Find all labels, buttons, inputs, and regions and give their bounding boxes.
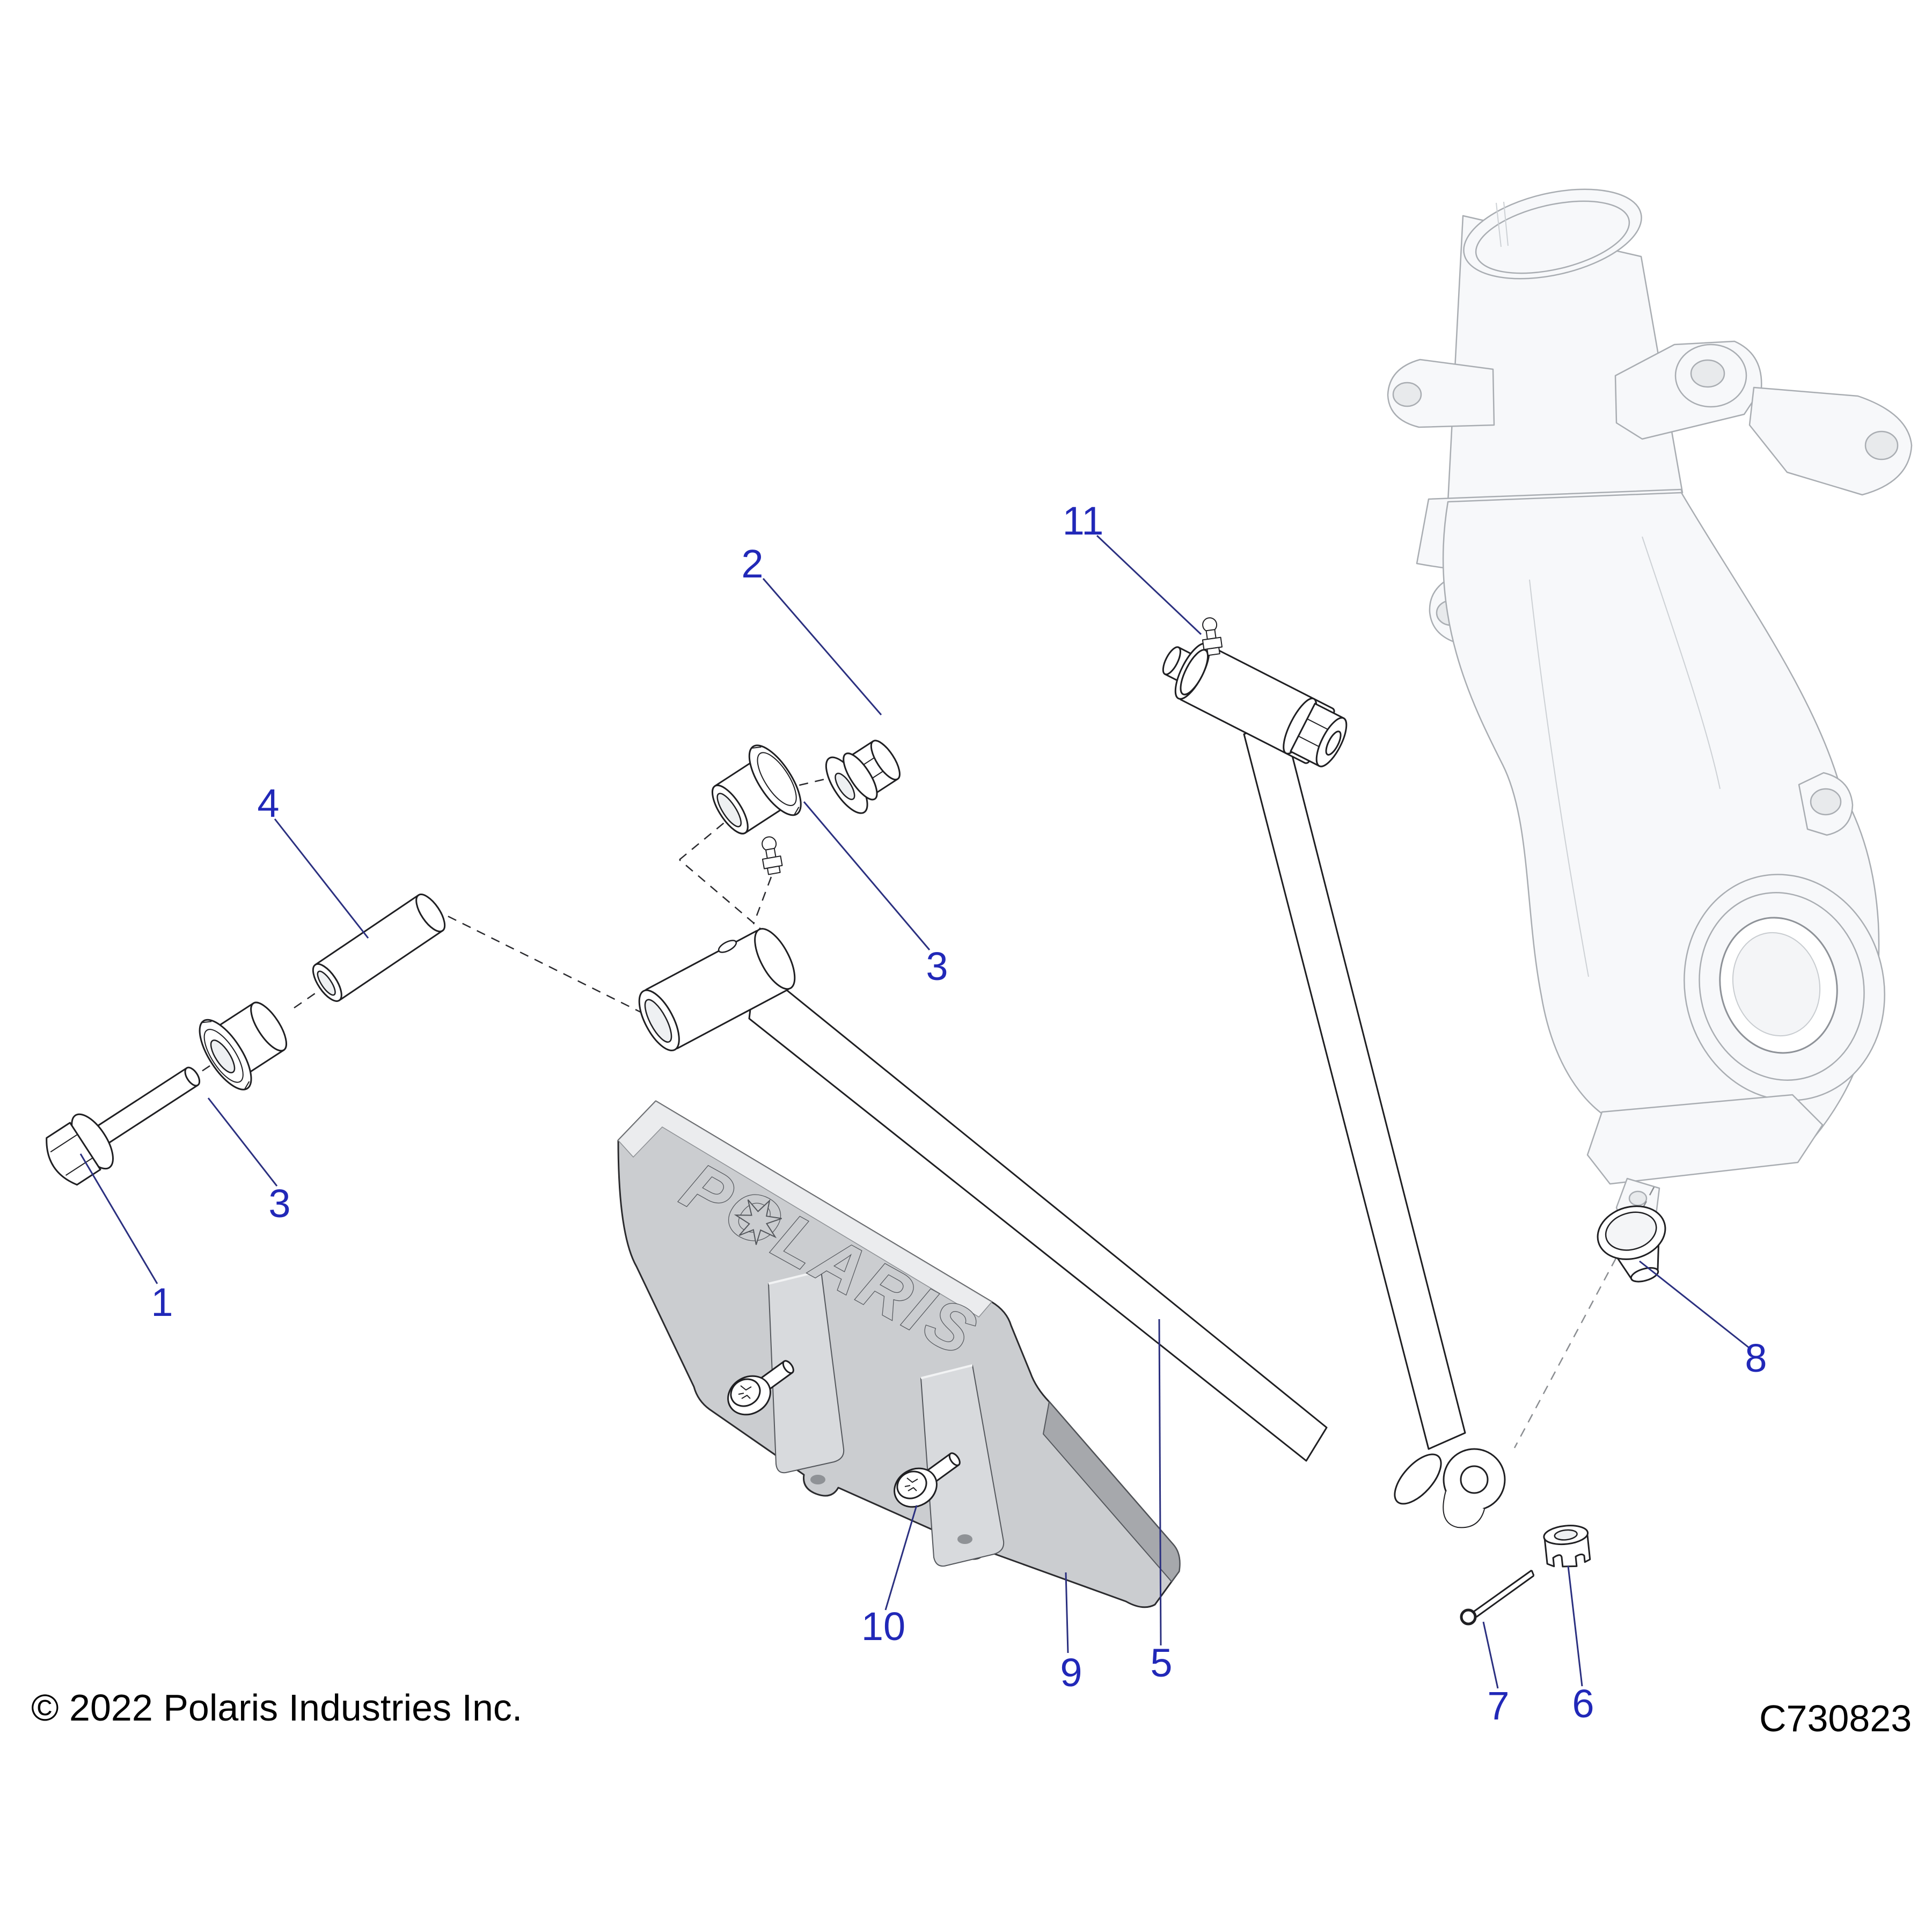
steering-knuckle-ghost — [1387, 188, 1913, 1223]
a-arm — [638, 642, 1506, 1528]
flange-bolt — [46, 1066, 201, 1186]
a-arm-rear-tube — [1243, 717, 1466, 1450]
a-arm-rear-pivot-tube — [1162, 642, 1348, 767]
diagram-part-code: C730823 — [1759, 1697, 1912, 1739]
ball-joint-cup — [1597, 1205, 1666, 1283]
leader-8 — [1639, 1260, 1750, 1349]
callout-9: 9 — [1060, 1650, 1082, 1695]
leader-9 — [1065, 1572, 1069, 1653]
callout-4: 4 — [257, 781, 279, 825]
guard-screw-b — [894, 1452, 961, 1508]
pivot-washer-nut — [825, 740, 901, 814]
a-arm-guard: POLARIS — [617, 1100, 1181, 1608]
pivot-hex-nut — [1290, 702, 1348, 767]
polaris-star-icon — [734, 1199, 782, 1245]
leader-2 — [762, 578, 882, 715]
pivot-bushing-right — [711, 744, 802, 835]
ball-joint-eye — [1443, 1448, 1506, 1528]
a-arm-tube-open-end — [1394, 1453, 1442, 1505]
leader-10 — [884, 1505, 918, 1611]
copyright-text: © 2022 Polaris Industries Inc. — [31, 1687, 522, 1729]
callout-6: 6 — [1572, 1681, 1594, 1726]
a-arm-front-pivot-tube — [638, 928, 796, 1051]
callouts: 1 2 3 3 4 5 6 7 8 9 10 11 — [79, 499, 1767, 1728]
grease-fitting-front — [762, 836, 783, 875]
leader-7 — [1482, 1621, 1499, 1689]
leader-3-left — [207, 1097, 278, 1187]
leader-1 — [79, 1153, 158, 1284]
pivot-bushing-left — [199, 1001, 287, 1091]
callout-7: 7 — [1487, 1684, 1509, 1728]
grease-fitting-rear — [1202, 617, 1223, 656]
callout-8: 8 — [1745, 1336, 1767, 1380]
leader-3-right — [803, 801, 931, 950]
callout-11: 11 — [1063, 499, 1104, 543]
pivot-spacer-tube — [312, 894, 446, 1002]
callout-1: 1 — [151, 1280, 173, 1324]
guard-screw-a — [727, 1360, 794, 1416]
leader-4 — [274, 818, 369, 939]
cotter-pin — [1460, 1569, 1535, 1626]
leader-5 — [1158, 1319, 1162, 1646]
callout-3-left: 3 — [268, 1181, 290, 1226]
callout-2: 2 — [741, 541, 763, 586]
callout-5: 5 — [1150, 1641, 1172, 1685]
leader-11 — [1096, 535, 1202, 635]
pivot-flange-nut — [843, 740, 901, 801]
leader-6 — [1567, 1565, 1583, 1687]
callout-3-right: 3 — [926, 944, 948, 989]
callout-10: 10 — [861, 1604, 905, 1649]
castle-nut — [1543, 1525, 1591, 1568]
